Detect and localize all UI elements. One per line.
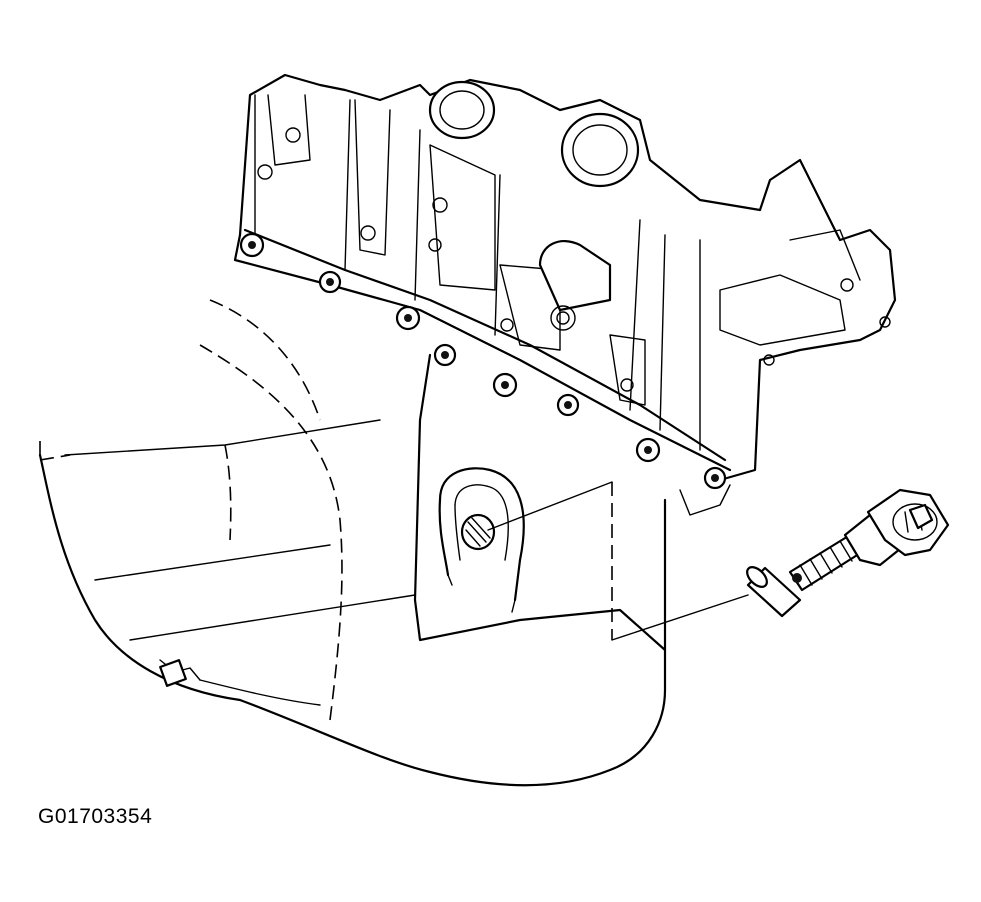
drain-plug (159, 659, 187, 687)
oil-pan (38, 299, 667, 787)
figure-id: G01703354 (38, 805, 153, 828)
engine-block (233, 73, 897, 482)
pan-sidewall (413, 353, 667, 652)
oil-sensor (746, 488, 950, 618)
pan-bolts (239, 232, 731, 516)
installation-leader (487, 481, 749, 641)
